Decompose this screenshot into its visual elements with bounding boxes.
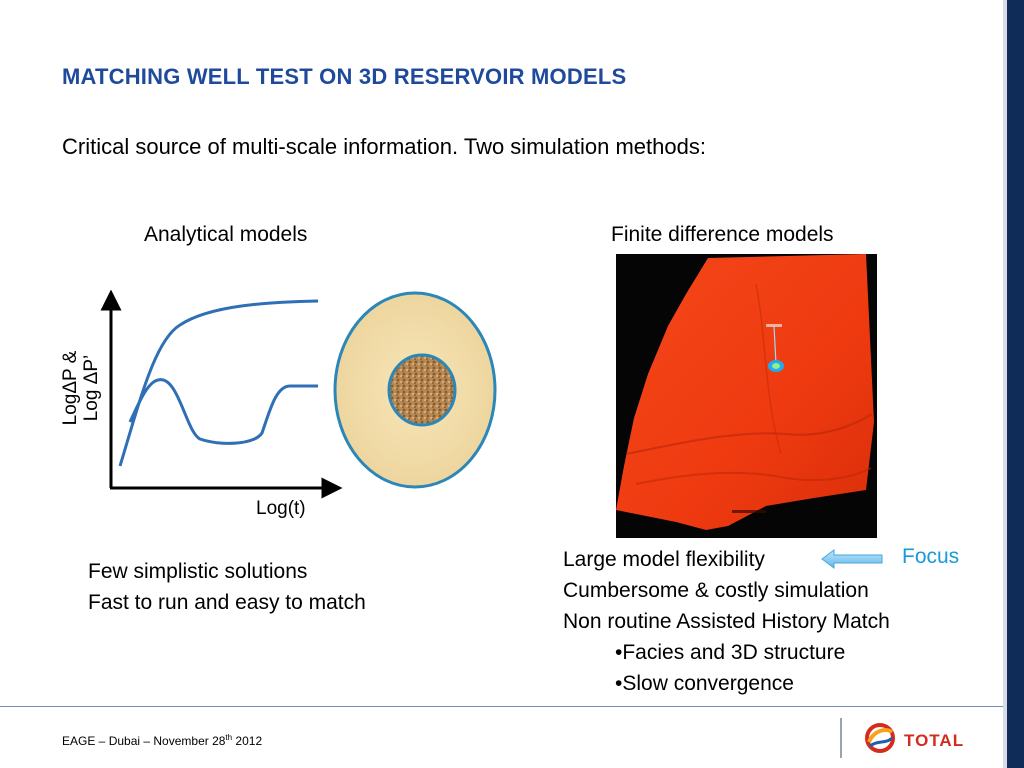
fd-point-3: Non routine Assisted History Match: [563, 610, 890, 633]
fd-point-2: Cumbersome & costly simulation: [563, 579, 869, 602]
fd-point-1: Large model flexibility: [563, 548, 765, 571]
analytical-bullets: Few simplistic solutions Fast to run and…: [88, 556, 366, 618]
footer-event-text: EAGE – Dubai – November 28th 2012: [62, 733, 262, 748]
footer-event-prefix: EAGE – Dubai – November 28: [62, 734, 226, 748]
y-axis-label: LogΔP & Log ΔP’: [60, 346, 112, 446]
reservoir-ellipse-illustration: [333, 291, 497, 489]
inner-wellbore-zone: [387, 353, 457, 427]
total-logo-text: TOTAL: [904, 731, 965, 750]
analytical-curve-sketch: [100, 290, 343, 499]
reservoir-3d-render: [616, 254, 874, 530]
footer-rule: [0, 706, 1003, 707]
right-edge-band: [1007, 0, 1024, 768]
slide-title: MATCHING WELL TEST ON 3D RESERVOIR MODEL…: [62, 64, 627, 89]
finite-difference-heading: Finite difference models: [611, 223, 834, 246]
fd-sub-point-1: •Facies and 3D structure: [615, 641, 846, 664]
y-axis-label-line1: LogΔP &: [60, 350, 81, 426]
footer-event-suffix: 2012: [232, 734, 263, 748]
fd-sub-point-2: •Slow convergence: [615, 672, 794, 695]
analytical-point-1: Few simplistic solutions: [88, 560, 308, 583]
focus-label: Focus: [902, 545, 960, 568]
left-arrow-icon: [821, 549, 883, 569]
y-axis-label-line2: Log ΔP’: [81, 354, 102, 422]
right-edge-band-inner: [1003, 0, 1007, 768]
derivative-curve: [128, 378, 318, 445]
total-logo-icon: [865, 723, 895, 753]
finite-difference-model-image: [616, 254, 877, 538]
analytical-models-heading: Analytical models: [144, 223, 308, 246]
x-axis-label: Log(t): [256, 498, 306, 519]
analytical-point-2: Fast to run and easy to match: [88, 591, 366, 614]
footer-divider: [840, 718, 842, 758]
footer-event-sup: th: [225, 733, 233, 742]
slide-subtitle: Critical source of multi-scale informati…: [62, 134, 706, 159]
finite-difference-bullets: Large model flexibility Cumbersome & cos…: [563, 544, 890, 699]
